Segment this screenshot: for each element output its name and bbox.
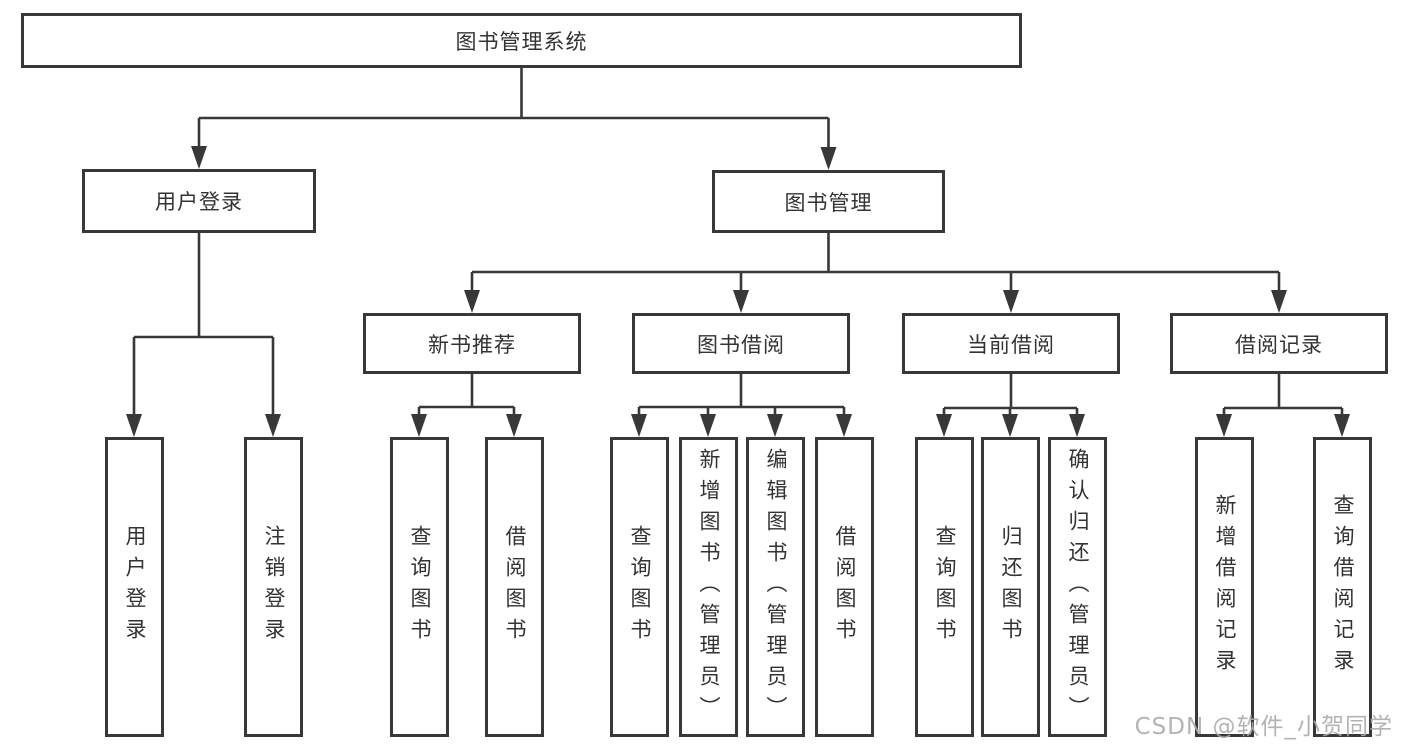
node-book-management: 图书管理 bbox=[712, 170, 945, 233]
leaf-label: 注销登录 bbox=[262, 525, 286, 649]
node-label: 图书借阅 bbox=[697, 332, 785, 357]
leaf-label: 新增借阅记录 bbox=[1213, 494, 1237, 680]
node-borrowing-records: 借阅记录 bbox=[1170, 313, 1388, 374]
node-label: 借阅记录 bbox=[1235, 332, 1323, 357]
connector-userlogin-group bbox=[132, 233, 275, 418]
leaf-return-books: 归还图书 bbox=[981, 437, 1040, 737]
arrowhead bbox=[1334, 414, 1350, 437]
arrowhead bbox=[936, 414, 952, 437]
arrowhead bbox=[836, 414, 852, 437]
arrowhead bbox=[767, 414, 783, 437]
arrowhead bbox=[1271, 290, 1287, 313]
arrowhead bbox=[191, 146, 207, 169]
leaf-label: 编辑图书（管理员） bbox=[764, 447, 788, 727]
arrowhead bbox=[820, 147, 837, 170]
connector-newbook-group bbox=[417, 374, 516, 418]
node-label: 当前借阅 bbox=[967, 332, 1055, 357]
leaf-label: 查询图书 bbox=[408, 525, 432, 649]
leaf-label: 归还图书 bbox=[999, 525, 1023, 649]
leaf-add-books-admin: 新增图书（管理员） bbox=[679, 437, 738, 737]
arrowhead bbox=[1002, 414, 1018, 437]
node-book-borrowing: 图书借阅 bbox=[632, 313, 850, 374]
node-current-borrowing: 当前借阅 bbox=[902, 313, 1120, 374]
leaf-logout: 注销登录 bbox=[244, 437, 303, 737]
leaf-label: 新增图书（管理员） bbox=[697, 447, 721, 727]
leaf-user-login: 用户登录 bbox=[105, 437, 164, 737]
leaf-label: 查询图书 bbox=[628, 525, 652, 649]
leaf-label: 借阅图书 bbox=[503, 525, 527, 649]
connector-borrowing-group bbox=[637, 374, 846, 418]
arrowhead bbox=[126, 414, 142, 437]
arrowhead bbox=[1069, 414, 1085, 437]
arrowhead bbox=[631, 414, 647, 437]
arrowhead bbox=[506, 414, 522, 437]
node-library-management-system: 图书管理系统 bbox=[21, 13, 1022, 68]
leaf-label: 确认归还（管理员） bbox=[1066, 447, 1090, 727]
leaf-label: 查询借阅记录 bbox=[1331, 494, 1355, 680]
arrowhead bbox=[411, 414, 427, 437]
leaf-label: 用户登录 bbox=[123, 525, 147, 649]
leaf-query-borrow-record: 查询借阅记录 bbox=[1313, 437, 1372, 737]
node-new-book-recommend: 新书推荐 bbox=[363, 313, 581, 374]
leaf-query-books: 查询图书 bbox=[915, 437, 974, 737]
node-label: 新书推荐 bbox=[428, 332, 516, 357]
arrowhead bbox=[1003, 290, 1019, 313]
leaf-query-books: 查询图书 bbox=[610, 437, 669, 737]
connector-records-group bbox=[1222, 374, 1344, 418]
leaf-label: 查询图书 bbox=[933, 525, 957, 649]
leaf-label: 借阅图书 bbox=[833, 525, 857, 649]
arrowhead bbox=[733, 290, 749, 313]
arrowhead bbox=[700, 414, 716, 437]
connector-root-to-l2 bbox=[197, 68, 830, 151]
node-label: 用户登录 bbox=[155, 190, 243, 214]
leaf-borrow-books: 借阅图书 bbox=[815, 437, 874, 737]
connector-bookmgmt-to-l3 bbox=[470, 233, 1281, 294]
connector-current-group bbox=[942, 374, 1079, 418]
arrowhead bbox=[464, 290, 480, 313]
node-user-login: 用户登录 bbox=[82, 169, 316, 233]
leaf-query-books: 查询图书 bbox=[390, 437, 449, 737]
arrowhead bbox=[1216, 414, 1232, 437]
csdn-watermark: CSDN @软件_小贺同学 bbox=[1134, 714, 1393, 740]
node-label: 图书管理系统 bbox=[455, 29, 588, 54]
arrowhead bbox=[265, 414, 281, 437]
leaf-confirm-return-admin: 确认归还（管理员） bbox=[1048, 437, 1107, 737]
leaf-add-borrow-record: 新增借阅记录 bbox=[1195, 437, 1254, 737]
leaf-edit-books-admin: 编辑图书（管理员） bbox=[746, 437, 805, 737]
leaf-borrow-books: 借阅图书 bbox=[485, 437, 544, 737]
node-label: 图书管理 bbox=[784, 190, 873, 215]
